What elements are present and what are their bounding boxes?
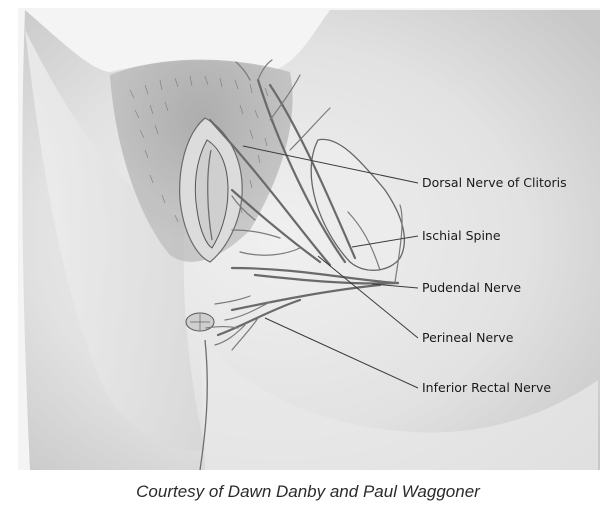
image-credit: Courtesy of Dawn Danby and Paul Waggoner <box>0 482 616 502</box>
label-dorsal-nerve: Dorsal Nerve of Clitoris <box>422 175 567 190</box>
label-inferior-rectal-nerve: Inferior Rectal Nerve <box>422 380 551 395</box>
label-perineal-nerve: Perineal Nerve <box>422 330 514 345</box>
anus <box>186 313 214 331</box>
label-pudendal-nerve: Pudendal Nerve <box>422 280 521 295</box>
label-ischial-spine: Ischial Spine <box>422 228 501 243</box>
